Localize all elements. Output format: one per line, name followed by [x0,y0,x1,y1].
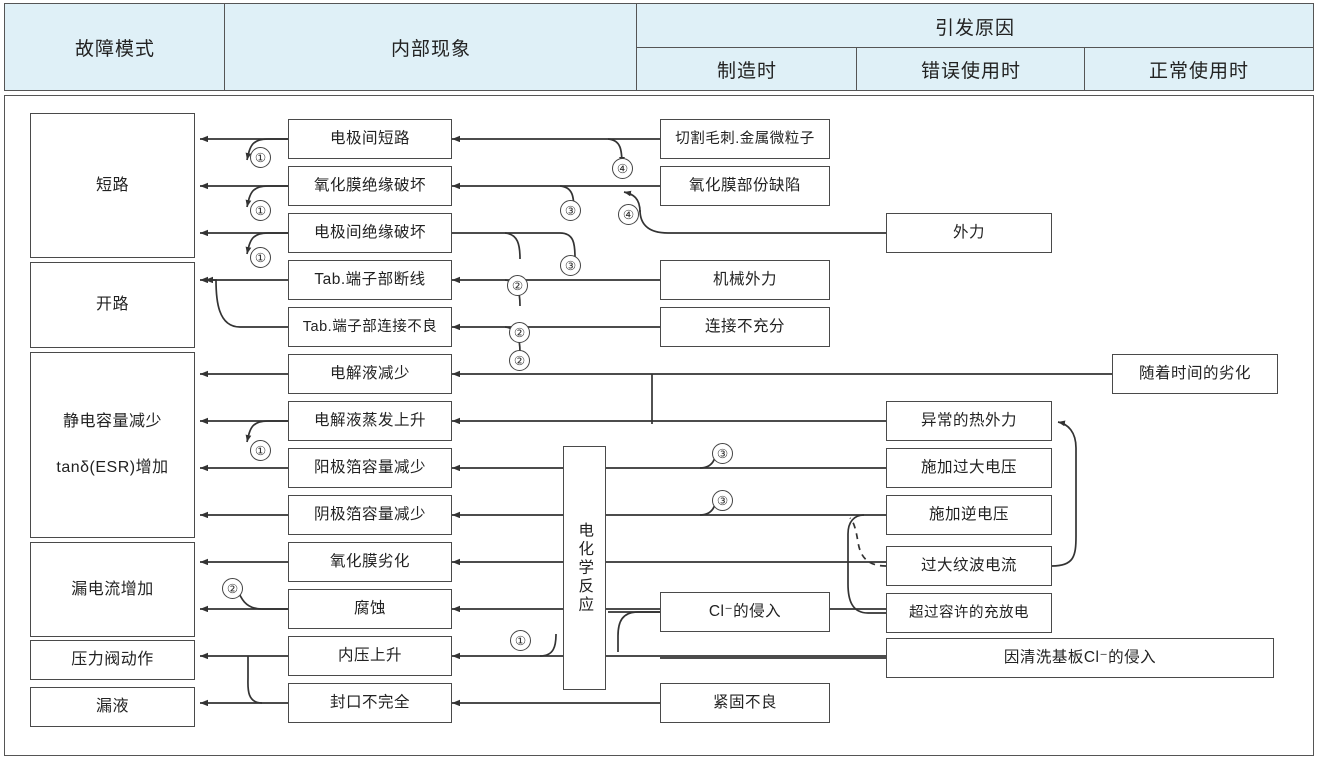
failure-mode-capacitance-decrease[interactable]: 静电容量减少 tanδ(ESR)增加 [30,352,195,538]
cause-insufficient-connection[interactable]: 连接不充分 [660,307,830,347]
failure-mode-label: 短路 [95,176,129,194]
phenomenon-electrolyte-evaporation-rise[interactable]: 电解液蒸发上升 [288,401,452,441]
circled-number-c3-b: ③ [560,200,581,221]
circled-number-c2-a: ② [507,275,528,296]
phenomenon-inter-electrode-short[interactable]: 电极间短路 [288,119,452,159]
circled-number-c1-b: ① [250,200,271,221]
electrochemical-reaction-box[interactable]: 电化学反应 [563,446,606,690]
phenomenon-oxide-film-degradation[interactable]: 氧化膜劣化 [288,542,452,582]
failure-mode-label: 压力阀动作 [71,651,154,668]
circled-number-c2-b: ② [509,322,530,343]
phenomenon-inter-electrode-insulation-breakdown[interactable]: 电极间绝缘破坏 [288,213,452,253]
phenomenon-corrosion[interactable]: 腐蚀 [288,589,452,629]
cause-excessive-ripple-current[interactable]: 过大纹波电流 [886,546,1052,586]
circled-number-c2-c: ② [509,350,530,371]
header-internal-phenomenon: 内部现象 [224,3,638,91]
circled-number-c1-e: ① [510,630,531,651]
circled-number-c3-d: ③ [712,490,733,511]
failure-mode-label: 漏液 [95,698,129,715]
header-at-normal-use: 正常使用时 [1084,47,1314,91]
cause-cutting-burr-metal-particles[interactable]: 切割毛刺.金属微粒子 [660,119,830,159]
phenomenon-tab-terminal-wire-break[interactable]: Tab.端子部断线 [288,260,452,300]
failure-mode-label: 静电容量减少 [62,413,162,430]
failure-mode-label: 漏电流增加 [71,580,154,598]
circled-number-c1-c: ① [250,247,271,268]
header-at-misuse: 错误使用时 [856,47,1086,91]
failure-mode-leakage-current-increase[interactable]: 漏电流增加 [30,542,195,637]
failure-mode-short-circuit[interactable]: 短路 [30,113,195,258]
header-at-manufacture: 制造时 [636,47,858,91]
cause-oxide-film-partial-defect[interactable]: 氧化膜部份缺陷 [660,166,830,206]
failure-mode-pressure-valve-operation[interactable]: 压力阀动作 [30,640,195,680]
phenomenon-incomplete-sealing[interactable]: 封口不完全 [288,683,452,723]
cause-mechanical-external-force[interactable]: 机械外力 [660,260,830,300]
circled-number-c4-b: ④ [618,204,639,225]
failure-mode-open-circuit[interactable]: 开路 [30,262,195,348]
circled-number-c3-c: ③ [712,443,733,464]
cause-degradation-over-time[interactable]: 随着时间的劣化 [1112,354,1278,394]
circled-number-c1-a: ① [250,147,271,168]
phenomenon-internal-pressure-rise[interactable]: 内压上升 [288,636,452,676]
phenomenon-electrolyte-decrease[interactable]: 电解液减少 [288,354,452,394]
cause-cl-ion-intrusion[interactable]: Cl⁻的侵入 [660,592,830,632]
circled-number-c4-a: ④ [612,158,633,179]
circled-number-c2-d: ② [222,578,243,599]
cause-abnormal-thermal-external-force[interactable]: 异常的热外力 [886,401,1052,441]
cause-reverse-voltage-applied[interactable]: 施加逆电压 [886,495,1052,535]
cause-over-allowed-charge-discharge[interactable]: 超过容许的充放电 [886,593,1052,633]
table-header: 故障模式 内部现象 引发原因 制造时 错误使用时 正常使用时 [4,3,1314,91]
failure-mode-label-2: tanδ(ESR)增加 [56,459,169,476]
header-trigger-cause: 引发原因 [636,3,1314,49]
failure-mode-liquid-leak[interactable]: 漏液 [30,687,195,727]
cause-cl-intrusion-from-board-cleaning[interactable]: 因清洗基板Cl⁻的侵入 [886,638,1274,678]
cause-external-force[interactable]: 外力 [886,213,1052,253]
failure-mode-label: 开路 [95,296,129,313]
cause-excessive-voltage-applied[interactable]: 施加过大电压 [886,448,1052,488]
header-failure-mode: 故障模式 [4,3,226,91]
phenomenon-anode-foil-capacity-decrease[interactable]: 阳极箔容量减少 [288,448,452,488]
phenomenon-cathode-foil-capacity-decrease[interactable]: 阴极箔容量减少 [288,495,452,535]
circled-number-c1-d: ① [250,440,271,461]
phenomenon-oxide-film-insulation-breakdown[interactable]: 氧化膜绝缘破坏 [288,166,452,206]
cause-poor-fastening[interactable]: 紧固不良 [660,683,830,723]
phenomenon-tab-terminal-poor-connection[interactable]: Tab.端子部连接不良 [288,307,452,347]
circled-number-c3-a: ③ [560,255,581,276]
